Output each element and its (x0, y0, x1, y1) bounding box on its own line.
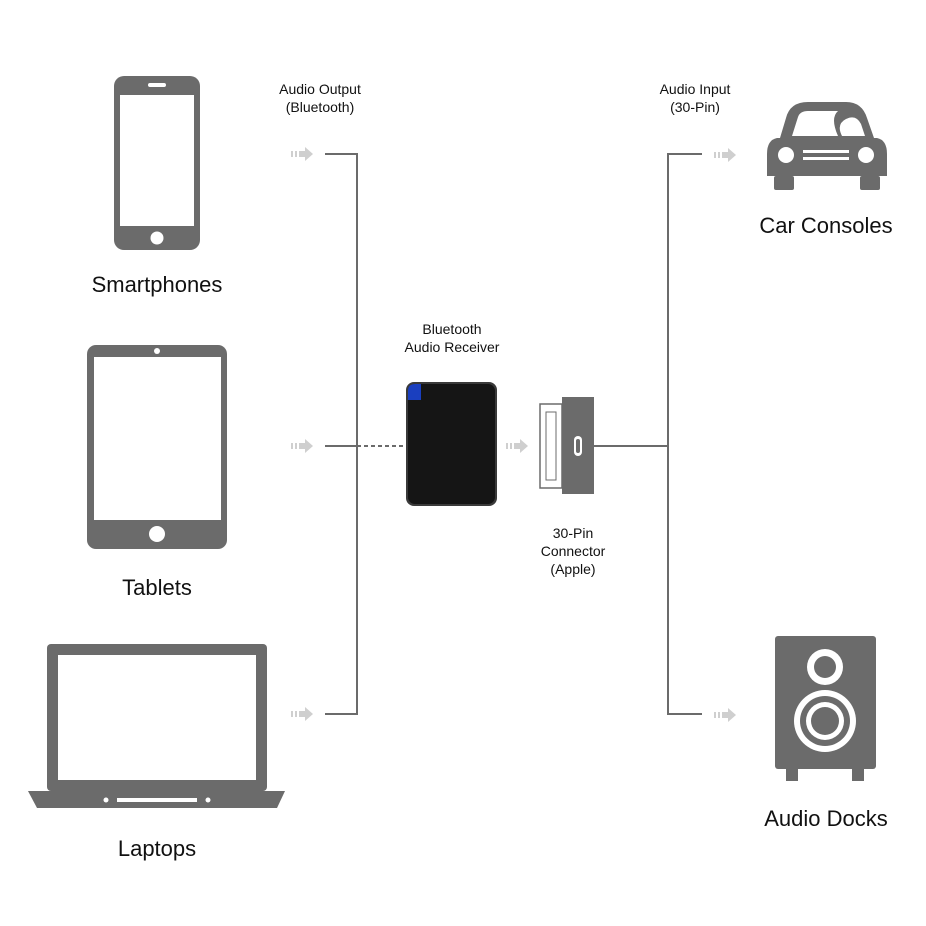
device-label-laptops: Laptops (117, 836, 197, 861)
arrow-icon (291, 707, 313, 721)
tablet-icon (87, 345, 227, 549)
smartphone-icon (114, 76, 200, 250)
connector-label: 30-Pin Connector (Apple) (508, 524, 638, 579)
connector-icon (539, 397, 594, 494)
device-label-audio-docks: Audio Docks (764, 806, 888, 831)
audio-output-line1: Audio Output (279, 81, 361, 97)
audio-output-line2: (Bluetooth) (285, 99, 355, 116)
arrow-icon (291, 147, 313, 161)
connector-line3: (Apple) (550, 561, 596, 578)
output-lines (325, 153, 409, 715)
laptop-icon (28, 644, 285, 808)
arrow-icon (714, 148, 736, 162)
connector-line1: 30-Pin (552, 525, 594, 541)
speaker-icon (775, 636, 876, 781)
arrow-icon (506, 439, 528, 453)
arrow-icon (714, 708, 736, 722)
audio-input-label: Audio Input (30-Pin) (630, 80, 760, 116)
device-label-car-consoles: Car Consoles (759, 213, 893, 238)
receiver-line2: Audio Receiver (404, 339, 500, 356)
bluetooth-receiver-icon (406, 382, 497, 506)
device-label-smartphones: Smartphones (91, 272, 223, 297)
car-icon (767, 102, 887, 190)
device-label-tablets: Tablets (122, 575, 192, 600)
receiver-line1: Bluetooth (422, 321, 482, 337)
audio-output-label: Audio Output (Bluetooth) (255, 80, 385, 116)
audio-input-line1: Audio Input (659, 81, 731, 97)
connector-line2: Connector (540, 543, 606, 560)
arrow-icon (291, 439, 313, 453)
receiver-label: Bluetooth Audio Receiver (382, 320, 522, 356)
input-lines (594, 153, 702, 715)
audio-input-line2: (30-Pin) (670, 99, 720, 116)
